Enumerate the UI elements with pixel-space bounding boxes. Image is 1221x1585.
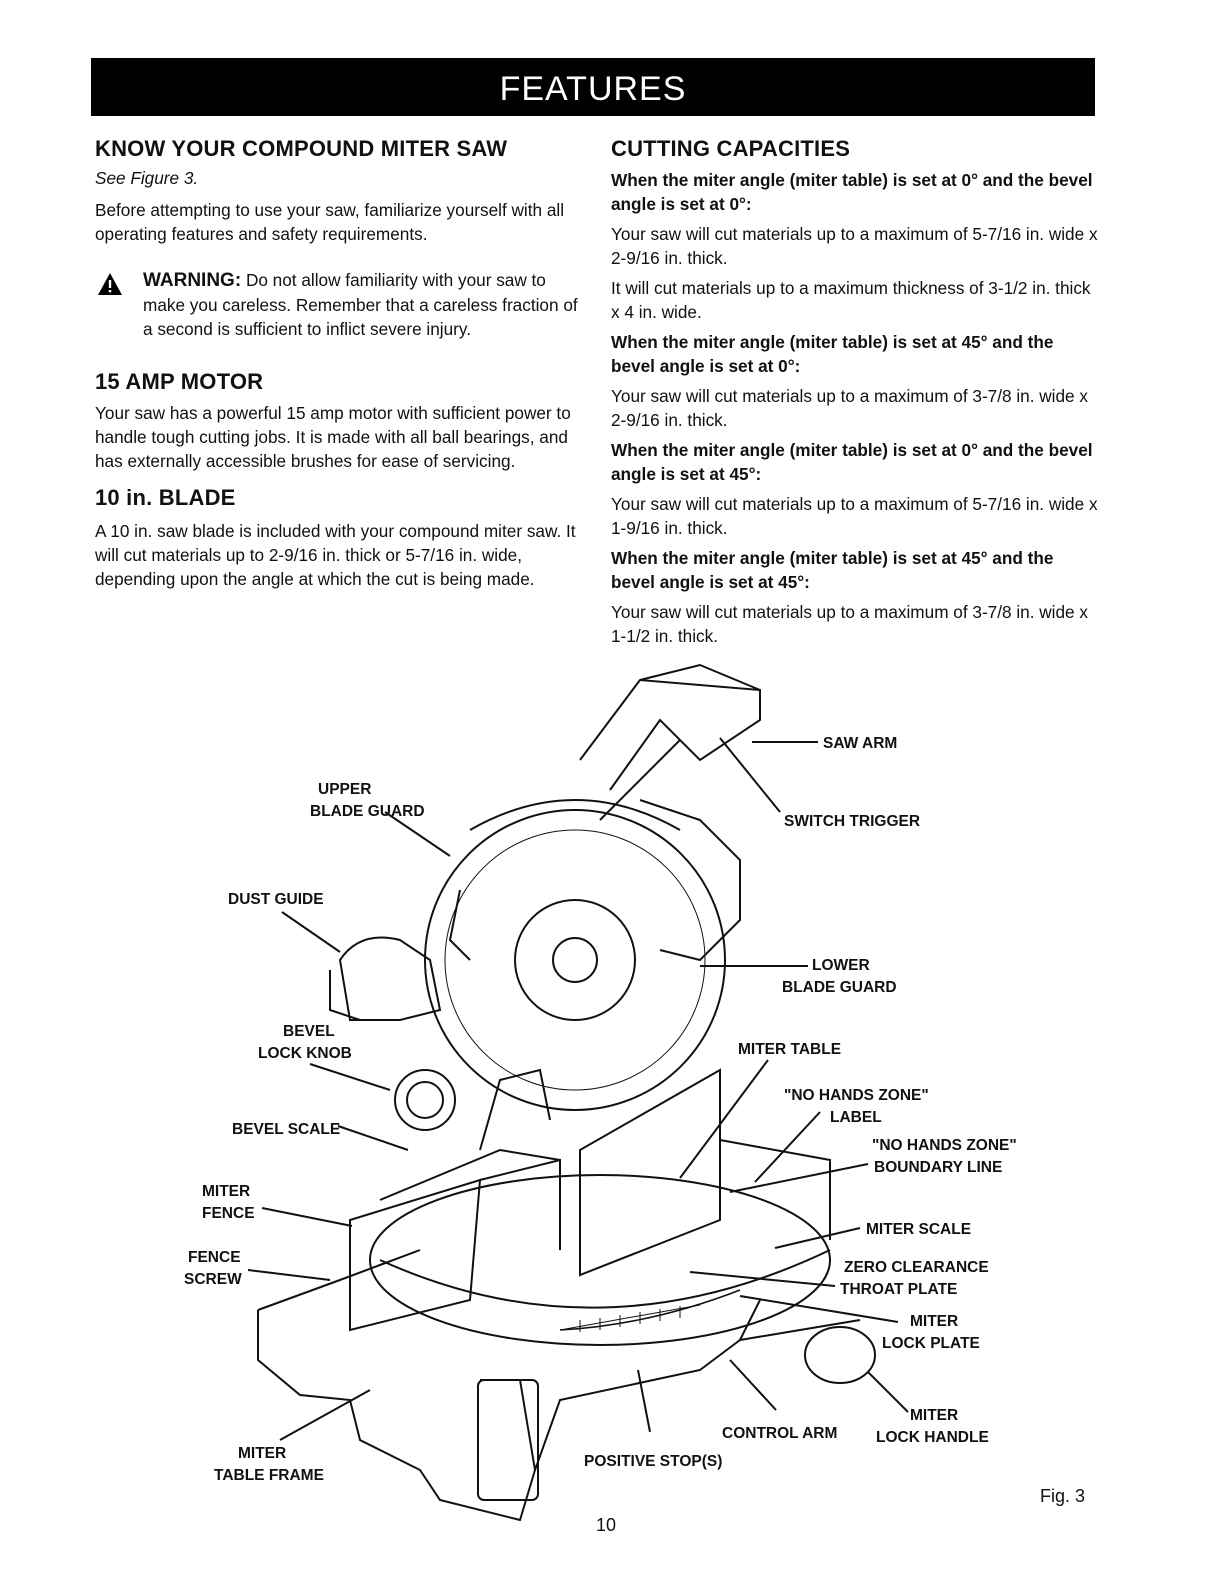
- label-no-hands-zone-1: "NO HANDS ZONE": [784, 1087, 929, 1104]
- label-miter-scale: MITER SCALE: [866, 1221, 971, 1238]
- features-banner: FEATURES: [91, 58, 1095, 116]
- capacity-text-2: Your saw will cut materials up to a maxi…: [611, 386, 1088, 430]
- label-miter-lock-handle-1: MITER: [910, 1407, 958, 1424]
- label-bevel-lock-knob-2: LOCK KNOB: [258, 1045, 352, 1062]
- label-miter-lock-plate-2: LOCK PLATE: [882, 1335, 980, 1352]
- capacity-condition-2: When the miter angle (miter table) is se…: [611, 332, 1054, 376]
- label-lower-blade-guard-1: LOWER: [812, 957, 870, 974]
- warning-icon: [98, 273, 122, 295]
- label-bevel-lock-knob-1: BEVEL: [283, 1023, 335, 1040]
- capacities-heading: CUTTING CAPACITIES: [611, 136, 851, 161]
- label-zero-clearance-1: ZERO CLEARANCE: [844, 1259, 989, 1276]
- label-fence-screw-1: FENCE: [188, 1249, 241, 1266]
- label-bevel-scale: BEVEL SCALE: [232, 1121, 340, 1138]
- motor-text: Your saw has a powerful 15 amp motor wit…: [95, 403, 571, 471]
- label-positive-stops: POSITIVE STOP(S): [584, 1453, 722, 1470]
- see-figure: See Figure 3.: [95, 168, 199, 188]
- capacity-text-1a: Your saw will cut materials up to a maxi…: [611, 224, 1098, 268]
- capacity-condition-1: When the miter angle (miter table) is se…: [611, 170, 1093, 214]
- label-switch-trigger: SWITCH TRIGGER: [784, 813, 920, 830]
- capacity-condition-3: When the miter angle (miter table) is se…: [611, 440, 1093, 484]
- label-miter-table-frame-2: TABLE FRAME: [214, 1467, 324, 1484]
- saw-illustration: [257, 663, 876, 1522]
- figure-caption: Fig. 3: [1040, 1486, 1086, 1506]
- label-no-hands-zone-2: LABEL: [830, 1109, 882, 1126]
- label-dust-guide: DUST GUIDE: [228, 891, 324, 908]
- label-saw-arm: SAW ARM: [823, 735, 897, 752]
- label-upper-blade-guard-2: BLADE GUARD: [310, 803, 425, 820]
- capacity-text-3: Your saw will cut materials up to a maxi…: [611, 494, 1098, 538]
- warning-lead: WARNING:: [143, 270, 242, 291]
- label-miter-lock-handle-2: LOCK HANDLE: [876, 1429, 989, 1446]
- label-no-hands-boundary-2: BOUNDARY LINE: [874, 1159, 1002, 1176]
- label-zero-clearance-2: THROAT PLATE: [840, 1281, 957, 1298]
- capacity-text-4: Your saw will cut materials up to a maxi…: [611, 602, 1088, 646]
- blade-heading: 10 in. BLADE: [95, 485, 236, 510]
- label-upper-blade-guard-1: UPPER: [318, 781, 371, 798]
- warning-block: WARNING: Do not allow familiarity with y…: [95, 268, 585, 341]
- label-miter-table-frame-1: MITER: [238, 1445, 286, 1462]
- label-miter-fence-1: MITER: [202, 1183, 250, 1200]
- label-fence-screw-2: SCREW: [184, 1271, 242, 1288]
- page-number: 10: [595, 1515, 617, 1535]
- capacity-condition-4: When the miter angle (miter table) is se…: [611, 548, 1054, 592]
- motor-heading: 15 AMP MOTOR: [95, 369, 264, 394]
- label-miter-fence-2: FENCE: [202, 1205, 255, 1222]
- blade-text: A 10 in. saw blade is included with your…: [95, 521, 576, 589]
- leader-lines: [247, 737, 909, 1441]
- label-no-hands-boundary-1: "NO HANDS ZONE": [872, 1137, 1017, 1154]
- label-miter-table: MITER TABLE: [738, 1041, 841, 1058]
- warning-text: Do not allow familiarity with your saw t…: [143, 270, 578, 339]
- know-heading: KNOW YOUR COMPOUND MITER SAW: [95, 136, 508, 161]
- left-column: KNOW YOUR COMPOUND MITER SAW See Figure …: [95, 136, 585, 591]
- banner-title: FEATURES: [499, 69, 687, 108]
- know-intro: Before attempting to use your saw, famil…: [95, 200, 565, 244]
- label-control-arm: CONTROL ARM: [722, 1425, 837, 1442]
- label-miter-lock-plate-1: MITER: [910, 1313, 958, 1330]
- right-column: CUTTING CAPACITIES When the miter angle …: [611, 136, 1101, 648]
- label-lower-blade-guard-2: BLADE GUARD: [782, 979, 897, 996]
- capacity-text-1b: It will cut materials up to a maximum th…: [611, 278, 1091, 322]
